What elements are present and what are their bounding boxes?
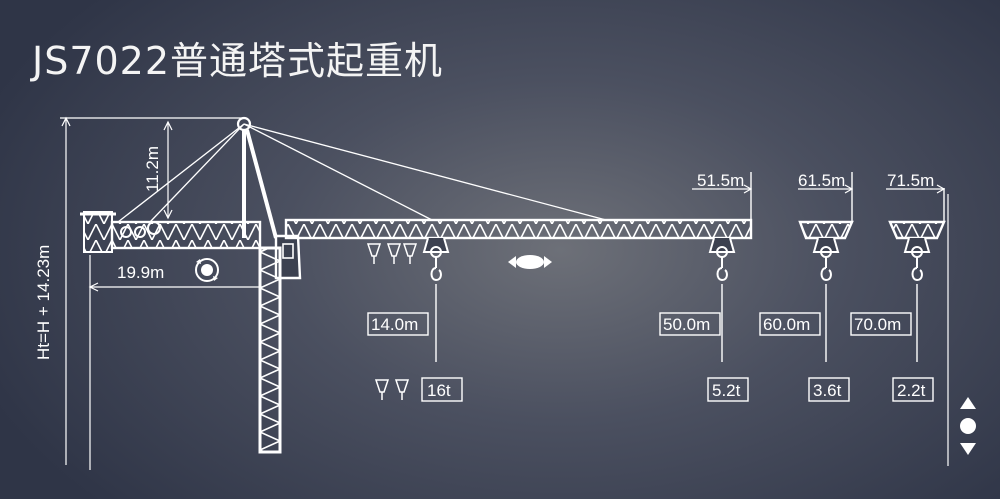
arrow-down-icon[interactable] (955, 439, 981, 459)
height-total-label: Ht=H + 14.23m (34, 245, 53, 360)
radius-box-50: 50.0m (659, 312, 721, 336)
radius-label-60: 60.0m (763, 315, 810, 334)
hook-icon (708, 237, 736, 282)
pendant-lines (117, 123, 607, 223)
jib-length-71: 71.5m (887, 171, 934, 190)
page-title: JS7022普通塔式起重机 (32, 39, 444, 83)
cathead (236, 116, 278, 239)
arrow-up-icon[interactable] (955, 393, 981, 413)
counter-jib-dimension (88, 255, 262, 470)
counter-jib (110, 220, 262, 250)
hook-icon (812, 237, 840, 282)
jib-length-51: 51.5m (697, 171, 744, 190)
load-box-5-2: 5.2t (707, 377, 749, 402)
radius-box-60: 60.0m (759, 312, 821, 336)
counter-jib-label: 19.9m (117, 263, 164, 282)
cathead-dimension (163, 120, 173, 220)
load-box-16: 16t (421, 377, 463, 402)
radius-label-14: 14.0m (371, 315, 418, 334)
load-box-2-2: 2.2t (892, 377, 934, 402)
load-label-5-2: 5.2t (712, 381, 741, 400)
jib-length-61: 61.5m (798, 171, 845, 190)
load-box-3-6: 3.6t (808, 377, 850, 402)
load-label-16: 16t (427, 381, 451, 400)
jib-section-71 (888, 188, 946, 240)
cathead-height-label: 11.2m (143, 146, 162, 192)
tower-mast (258, 246, 282, 454)
main-jib (284, 172, 753, 240)
trolley-icon (508, 255, 552, 269)
hook-icon (422, 237, 450, 282)
jib-length-underlines (692, 184, 949, 466)
slew-icon (195, 258, 219, 282)
dot-icon[interactable] (955, 416, 981, 436)
reeving-icons (366, 243, 418, 264)
height-dimension (60, 116, 244, 465)
jib-section-61 (798, 172, 854, 240)
radius-box-14: 14.0m (367, 312, 429, 336)
load-reeving-icons (374, 379, 410, 400)
radius-label-50: 50.0m (663, 315, 710, 334)
load-label-3-6: 3.6t (813, 381, 842, 400)
view-navigation (955, 393, 981, 459)
radius-box-70: 70.0m (850, 312, 912, 336)
radius-label-70: 70.0m (854, 315, 901, 334)
load-label-2-2: 2.2t (897, 381, 926, 400)
hook-icon (903, 237, 931, 282)
radius-lines (435, 284, 918, 362)
counterweight (80, 211, 116, 253)
